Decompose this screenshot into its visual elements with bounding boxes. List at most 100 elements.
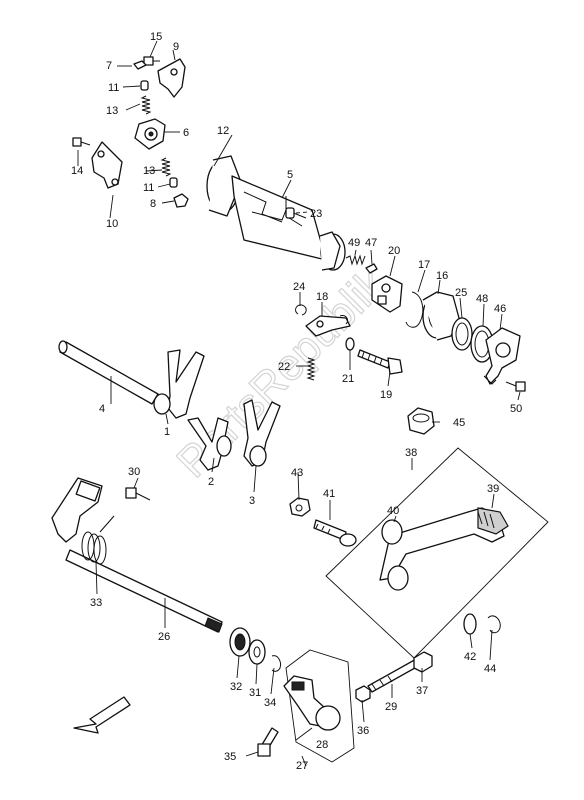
part-40-lever-boss bbox=[381, 519, 409, 591]
label-1: 1 bbox=[164, 426, 170, 438]
part-37-nut bbox=[413, 651, 433, 673]
label-11-top: 11 bbox=[108, 82, 119, 94]
label-28: 28 bbox=[316, 739, 328, 751]
part-41-pivot-bolt bbox=[313, 519, 357, 547]
part-23-pin bbox=[285, 207, 295, 219]
part-44-circlip bbox=[487, 615, 501, 634]
part-7-washer bbox=[133, 60, 147, 70]
label-2: 2 bbox=[208, 476, 214, 488]
part-34-circlip bbox=[271, 655, 281, 672]
label-45: 45 bbox=[453, 417, 465, 429]
label-36: 36 bbox=[357, 725, 369, 737]
part-38-group-outline bbox=[325, 447, 549, 659]
label-8: 8 bbox=[150, 198, 156, 210]
label-34: 34 bbox=[264, 697, 276, 709]
part-5-shift-cam bbox=[231, 175, 346, 271]
part-4-fork-shaft bbox=[58, 340, 159, 405]
label-48: 48 bbox=[476, 293, 488, 305]
label-11-lower: 11 bbox=[143, 182, 154, 194]
part-47-pin bbox=[365, 263, 378, 274]
label-37: 37 bbox=[416, 685, 428, 697]
part-9-bracket bbox=[157, 58, 186, 98]
part-49-spring bbox=[345, 254, 366, 266]
part-19-bolt bbox=[357, 349, 403, 375]
label-22: 22 bbox=[278, 361, 290, 373]
label-4: 4 bbox=[99, 403, 105, 415]
part-26-shift-shaft bbox=[51, 477, 223, 633]
label-38: 38 bbox=[405, 447, 417, 459]
part-27-group-outline bbox=[285, 649, 355, 763]
label-35: 35 bbox=[224, 751, 236, 763]
part-8-stopper-head bbox=[173, 193, 189, 208]
label-6: 6 bbox=[183, 127, 189, 139]
part-45-cap bbox=[407, 407, 435, 435]
part-21-washer bbox=[345, 337, 355, 351]
label-24: 24 bbox=[293, 281, 305, 293]
part-28-shift-arm bbox=[283, 675, 341, 731]
part-42-washer bbox=[463, 613, 477, 635]
part-17-spring-clip bbox=[405, 291, 424, 328]
part-13-spring-top bbox=[140, 95, 152, 115]
part-11-pin-top bbox=[140, 80, 149, 91]
label-31: 31 bbox=[249, 687, 261, 699]
label-7: 7 bbox=[106, 60, 112, 72]
part-11-pin-lower bbox=[169, 177, 178, 188]
label-33: 33 bbox=[90, 597, 102, 609]
label-44: 44 bbox=[484, 663, 496, 675]
label-13-top: 13 bbox=[106, 105, 118, 117]
label-50: 50 bbox=[510, 403, 522, 415]
part-30-bolt bbox=[125, 487, 151, 501]
label-25: 25 bbox=[455, 287, 467, 299]
part-43-nut bbox=[289, 497, 311, 517]
part-50-screw bbox=[505, 381, 526, 392]
part-24-clip bbox=[295, 304, 307, 316]
label-26: 26 bbox=[158, 631, 170, 643]
part-1-shift-fork bbox=[153, 349, 205, 419]
part-2-shift-fork bbox=[187, 417, 232, 471]
label-47: 47 bbox=[365, 237, 377, 249]
part-46-position-switch bbox=[483, 327, 521, 385]
label-32: 32 bbox=[230, 681, 242, 693]
part-32-oil-seal bbox=[229, 627, 251, 657]
label-12: 12 bbox=[217, 125, 229, 137]
label-40: 40 bbox=[387, 505, 399, 517]
part-22-spring bbox=[306, 357, 316, 381]
label-18: 18 bbox=[316, 291, 328, 303]
label-30: 30 bbox=[128, 466, 140, 478]
part-number-labels: 1 2 3 4 5 6 7 8 9 10 11 11 12 13 13 14 1… bbox=[71, 31, 522, 772]
part-15-screw bbox=[143, 56, 160, 66]
label-16: 16 bbox=[436, 270, 448, 282]
part-14-screw bbox=[72, 137, 91, 147]
label-17: 17 bbox=[418, 259, 430, 271]
label-49: 49 bbox=[348, 237, 360, 249]
label-3: 3 bbox=[249, 495, 255, 507]
label-20: 20 bbox=[388, 245, 400, 257]
part-13-spring-lower bbox=[160, 157, 172, 177]
label-46: 46 bbox=[494, 303, 506, 315]
part-25-oring bbox=[451, 317, 473, 351]
label-43: 43 bbox=[291, 467, 303, 479]
part-31-washer bbox=[248, 639, 266, 665]
label-9: 9 bbox=[173, 41, 179, 53]
front-direction-arrow-icon bbox=[73, 696, 131, 734]
label-15: 15 bbox=[150, 31, 162, 43]
label-10: 10 bbox=[106, 218, 118, 230]
part-20-switch-rotor bbox=[371, 275, 403, 313]
part-35-bolt bbox=[257, 727, 279, 757]
label-14: 14 bbox=[71, 165, 83, 177]
part-33-spring bbox=[81, 515, 115, 565]
label-29: 29 bbox=[385, 701, 397, 713]
label-19: 19 bbox=[380, 389, 392, 401]
part-3-shift-fork bbox=[243, 399, 281, 467]
part-36-nut bbox=[355, 685, 371, 703]
label-42: 42 bbox=[464, 651, 476, 663]
label-21: 21 bbox=[342, 373, 354, 385]
label-5: 5 bbox=[287, 169, 293, 181]
label-39: 39 bbox=[487, 483, 499, 495]
leader-lines bbox=[77, 40, 521, 767]
label-41: 41 bbox=[323, 488, 335, 500]
part-10-plate bbox=[91, 141, 123, 189]
label-27: 27 bbox=[296, 760, 308, 772]
part-6-cam-stopper bbox=[134, 118, 166, 150]
